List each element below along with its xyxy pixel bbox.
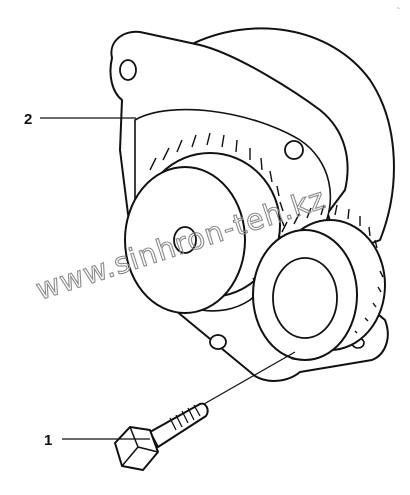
flange-hole [284,140,304,160]
corner-mark: ~ [396,5,401,12]
callout-2: 2 [24,111,32,128]
leader-lines [40,117,296,440]
driven-gear-hub [272,257,338,339]
flange-hole [209,334,227,350]
flange-hole [119,59,137,81]
callout-1: 1 [44,432,52,449]
driven-gear-teeth [281,204,384,334]
bolt-thread [169,404,201,431]
drive-gear-bore [173,226,197,254]
bolt-axis-line [203,351,296,405]
drive-gear [124,132,285,314]
bolt-shank [149,402,209,448]
driven-gear [252,204,386,361]
bolt [114,402,209,471]
